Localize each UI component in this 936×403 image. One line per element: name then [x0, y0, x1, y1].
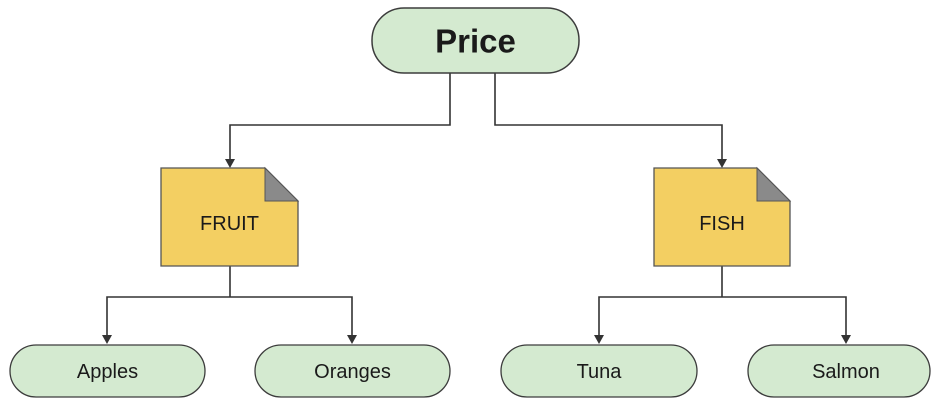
leaf-label: Apples	[77, 361, 138, 383]
leaf-node-apples: Apples	[9, 344, 206, 398]
leaf-node-shape	[500, 344, 698, 398]
leaf-node-tuna: Tuna	[500, 344, 698, 398]
leaf-label: Oranges	[314, 361, 391, 383]
root-node: Price	[371, 7, 580, 74]
leaf-node-shape	[747, 344, 931, 398]
leaf-node-shape	[9, 344, 206, 398]
category-node-fish: FISH	[653, 166, 792, 267]
category-label: FRUIT	[200, 213, 259, 235]
document-icon	[160, 167, 299, 267]
connector-root-fruit	[229, 73, 451, 160]
arrowhead-oranges	[347, 335, 357, 344]
leaf-node-salmon: Salmon	[747, 344, 931, 398]
connector-fruit-children	[106, 266, 353, 336]
connector-fish-children	[598, 266, 847, 336]
root-node-shape	[371, 7, 580, 74]
arrowhead-apples	[102, 335, 112, 344]
category-node-fruit: FRUIT	[160, 166, 300, 267]
folded-corner-icon	[264, 166, 300, 202]
leaf-node-oranges: Oranges	[254, 344, 451, 398]
leaf-label: Tuna	[577, 361, 623, 383]
folded-corner-icon	[756, 166, 792, 202]
arrowhead-fruit	[225, 159, 235, 168]
leaf-node-shape	[254, 344, 451, 398]
arrowhead-salmon	[841, 335, 851, 344]
arrowhead-fish	[717, 159, 727, 168]
arrowhead-tuna	[594, 335, 604, 344]
leaf-label: Salmon	[812, 361, 880, 383]
root-node-label: Price	[435, 23, 516, 60]
document-icon	[653, 167, 791, 267]
connector-root-fish	[494, 73, 723, 160]
category-label: FISH	[699, 213, 745, 235]
